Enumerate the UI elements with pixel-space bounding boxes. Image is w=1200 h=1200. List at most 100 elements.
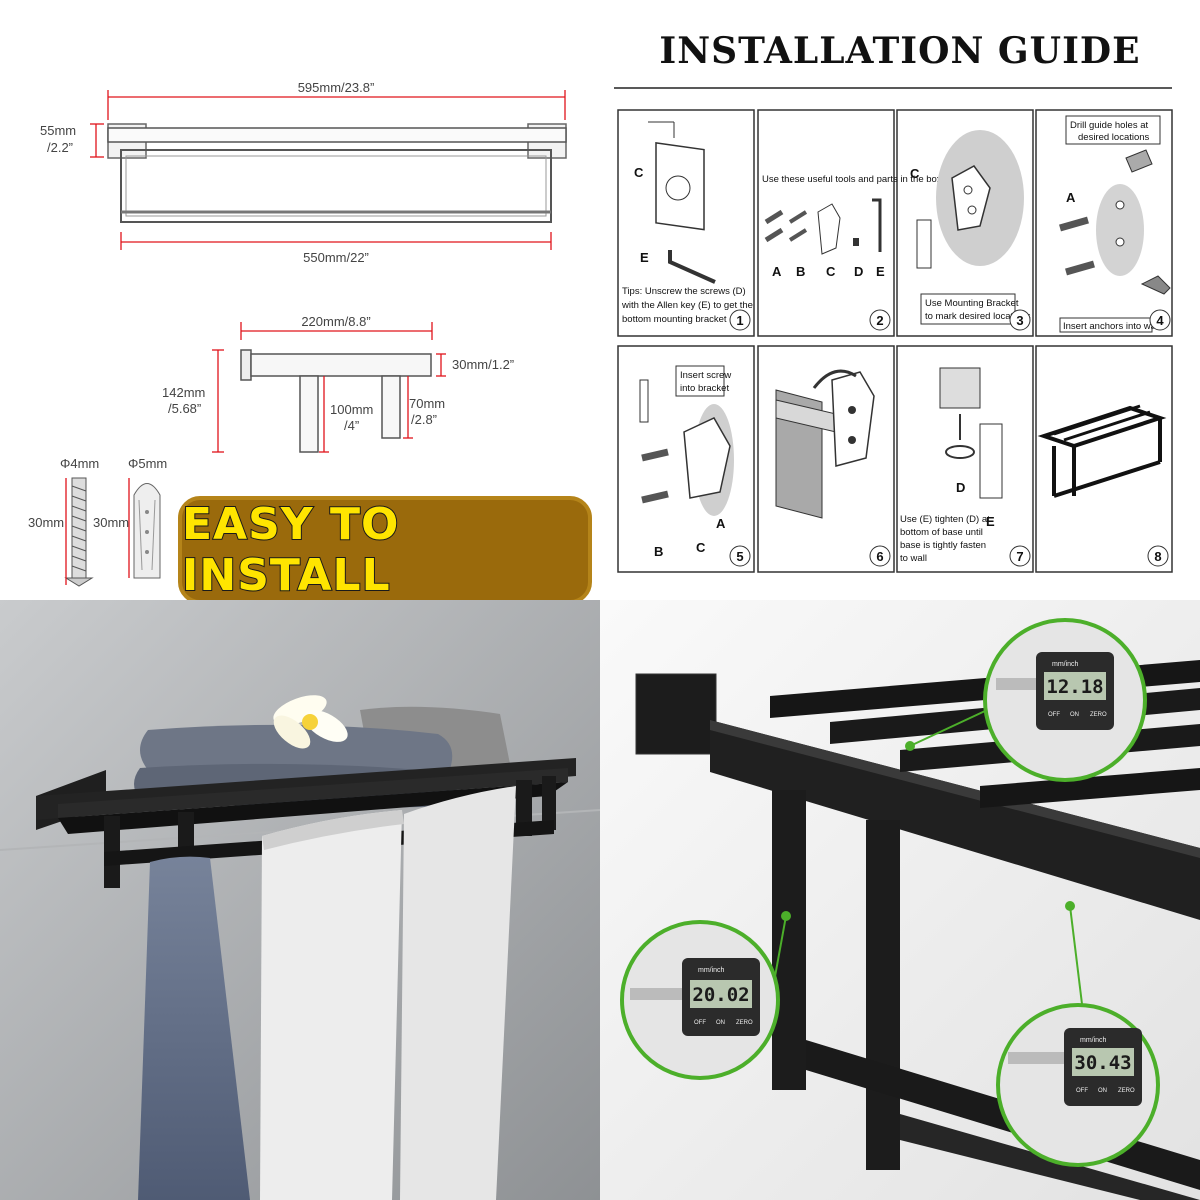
badge-text: EASY TO INSTALL bbox=[181, 498, 400, 600]
step-4-bottom: Insert anchors into wall bbox=[1063, 321, 1160, 332]
mount-rack-icon bbox=[775, 369, 875, 519]
step-2-part-a: A bbox=[772, 264, 782, 279]
step-5-label-a: A bbox=[716, 516, 726, 531]
step-7-label-d: D bbox=[956, 480, 965, 495]
step-2-part-d: D bbox=[854, 264, 863, 279]
caliper-off-2: OFF bbox=[694, 1020, 706, 1026]
step-3-text-2: to mark desired locations bbox=[925, 311, 1031, 322]
blue-towel bbox=[138, 856, 250, 1200]
screw-icon bbox=[641, 448, 669, 462]
step-5-top-1: Insert screw bbox=[680, 370, 731, 381]
guide-title: INSTALLATION GUIDE bbox=[659, 30, 1141, 72]
caliper-brand-3: mm/inch bbox=[1080, 1037, 1107, 1044]
step-5-label-b: B bbox=[654, 544, 663, 559]
step-7-text-1: Use (E) tighten (D) at bbox=[900, 514, 990, 525]
step-1-label-c: C bbox=[634, 165, 644, 180]
step-2-text: Use these useful tools and parts in the … bbox=[762, 174, 944, 185]
step-1-tip-2: with the Allen key (E) to get the bbox=[621, 300, 753, 311]
measurement-scene: 12.18 mm/inch OFF ON ZERO 20.02 mm/inch … bbox=[600, 600, 1200, 1200]
step-1-tip-1: Tips: Unscrew the screws (D) bbox=[622, 286, 746, 297]
white-towel bbox=[400, 786, 516, 1200]
flower-decoration bbox=[273, 695, 348, 749]
anchor-length-label: 30mm bbox=[93, 515, 129, 530]
step-5-top-2: into bracket bbox=[680, 383, 729, 394]
step-7-label-e: E bbox=[986, 514, 995, 529]
step-4-top-2: desired locations bbox=[1078, 132, 1150, 143]
step-7-text-2: bottom of base until bbox=[900, 527, 983, 538]
rack-width-label: 595mm/23.8” bbox=[298, 80, 375, 95]
step-8-number: 8 bbox=[1154, 549, 1161, 564]
height-label-1: 55mm bbox=[40, 123, 76, 138]
caliper-on-1: ON bbox=[1070, 712, 1079, 718]
bar-width-label: 550mm/22” bbox=[303, 250, 369, 265]
post2-label-1: 70mm bbox=[409, 396, 445, 411]
step-3-number: 3 bbox=[1016, 313, 1023, 328]
step-4-top-1: Drill guide holes at bbox=[1070, 120, 1149, 131]
hammer-icon bbox=[1140, 275, 1171, 295]
anchor-icon bbox=[1059, 216, 1089, 232]
step-7-text-4: to wall bbox=[900, 553, 927, 564]
screw-length-label: 30mm bbox=[28, 515, 64, 530]
step-7-text-3: base is tightly fasten bbox=[900, 540, 986, 551]
caliper-reading-2: 20.02 bbox=[692, 984, 749, 1006]
step-1-label-e: E bbox=[640, 250, 649, 265]
step-7-number: 7 bbox=[1016, 549, 1023, 564]
parts-icon bbox=[764, 198, 882, 255]
caliper-off-3: OFF bbox=[1076, 1088, 1088, 1094]
step-3-label-c: C bbox=[910, 166, 920, 181]
step-6-number: 6 bbox=[876, 549, 883, 564]
height-label-2: /2.2” bbox=[47, 140, 73, 155]
post-label-1: 100mm bbox=[330, 402, 373, 417]
caliper-on-3: ON bbox=[1098, 1088, 1107, 1094]
finished-rack-icon bbox=[1037, 404, 1167, 498]
caliper-brand-1: mm/inch bbox=[1052, 661, 1079, 668]
tighten-icon bbox=[939, 367, 1003, 499]
caliper-zero-3: ZERO bbox=[1118, 1088, 1135, 1094]
step-5-label-c: C bbox=[696, 540, 706, 555]
bracket-icon bbox=[683, 417, 731, 499]
caliper-reading-3: 30.43 bbox=[1074, 1052, 1131, 1074]
guide-steps-grid: C E Tips: Unscrew the screws (D) with th… bbox=[614, 87, 1173, 573]
anchor-diameter-label: Φ5mm bbox=[128, 456, 167, 471]
dimension-drawing: 595mm/23.8” 55mm /2.2” 550mm/22” 220mm/8… bbox=[28, 80, 567, 587]
step-2-part-b: B bbox=[796, 264, 805, 279]
screw-icon bbox=[64, 477, 94, 587]
step-4-label-a: A bbox=[1066, 190, 1076, 205]
caliper-off-1: OFF bbox=[1048, 712, 1060, 718]
caliper-zero-1: ZERO bbox=[1090, 712, 1107, 718]
dimensions-panel: 595mm/23.8” 55mm /2.2” 550mm/22” 220mm/8… bbox=[0, 0, 600, 600]
bracket-icon bbox=[648, 121, 705, 231]
step-2-number: 2 bbox=[876, 313, 883, 328]
post-label-2: /4” bbox=[344, 418, 359, 433]
screwdriver-icon bbox=[639, 379, 649, 423]
step-1-number: 1 bbox=[736, 313, 743, 328]
pencil-icon bbox=[916, 219, 932, 269]
caliper-on-2: ON bbox=[716, 1020, 725, 1026]
side-total-label-1: 142mm bbox=[162, 385, 205, 400]
screw-diameter-label: Φ4mm bbox=[60, 456, 99, 471]
easy-install-badge: EASY TO INSTALL bbox=[178, 496, 592, 600]
step-8-frame bbox=[1035, 345, 1173, 573]
step-1-tip-3: bottom mounting bracket (C). bbox=[622, 314, 745, 325]
caliper-zero-2: ZERO bbox=[736, 1020, 753, 1026]
drill-icon bbox=[1125, 149, 1153, 173]
bathroom-scene bbox=[0, 600, 600, 1200]
step-2-part-c: C bbox=[826, 264, 836, 279]
post2-label-2: /2.8” bbox=[411, 412, 437, 427]
step-4-number: 4 bbox=[1156, 313, 1164, 328]
step-5-number: 5 bbox=[736, 549, 743, 564]
side-total-label-2: /5.68” bbox=[168, 401, 201, 416]
bracket-icon bbox=[951, 165, 991, 231]
side-thickness-label: 30mm/1.2” bbox=[452, 357, 514, 372]
anchor-icon bbox=[1065, 260, 1095, 276]
wall-area-icon bbox=[1096, 184, 1144, 276]
caliper-reading-1: 12.18 bbox=[1046, 676, 1103, 698]
installation-guide-panel: INSTALLATION GUIDE C E Tips: Unscrew the… bbox=[600, 0, 1200, 600]
white-towel bbox=[260, 810, 402, 1200]
allen-key-icon bbox=[668, 250, 716, 284]
step-3-text-1: Use Mounting Bracket bbox=[925, 298, 1019, 309]
product-photo bbox=[0, 600, 600, 1200]
screw-icon bbox=[641, 490, 669, 504]
anchor-icon bbox=[133, 483, 161, 579]
measurement-panel: 12.18 mm/inch OFF ON ZERO 20.02 mm/inch … bbox=[600, 600, 1200, 1200]
